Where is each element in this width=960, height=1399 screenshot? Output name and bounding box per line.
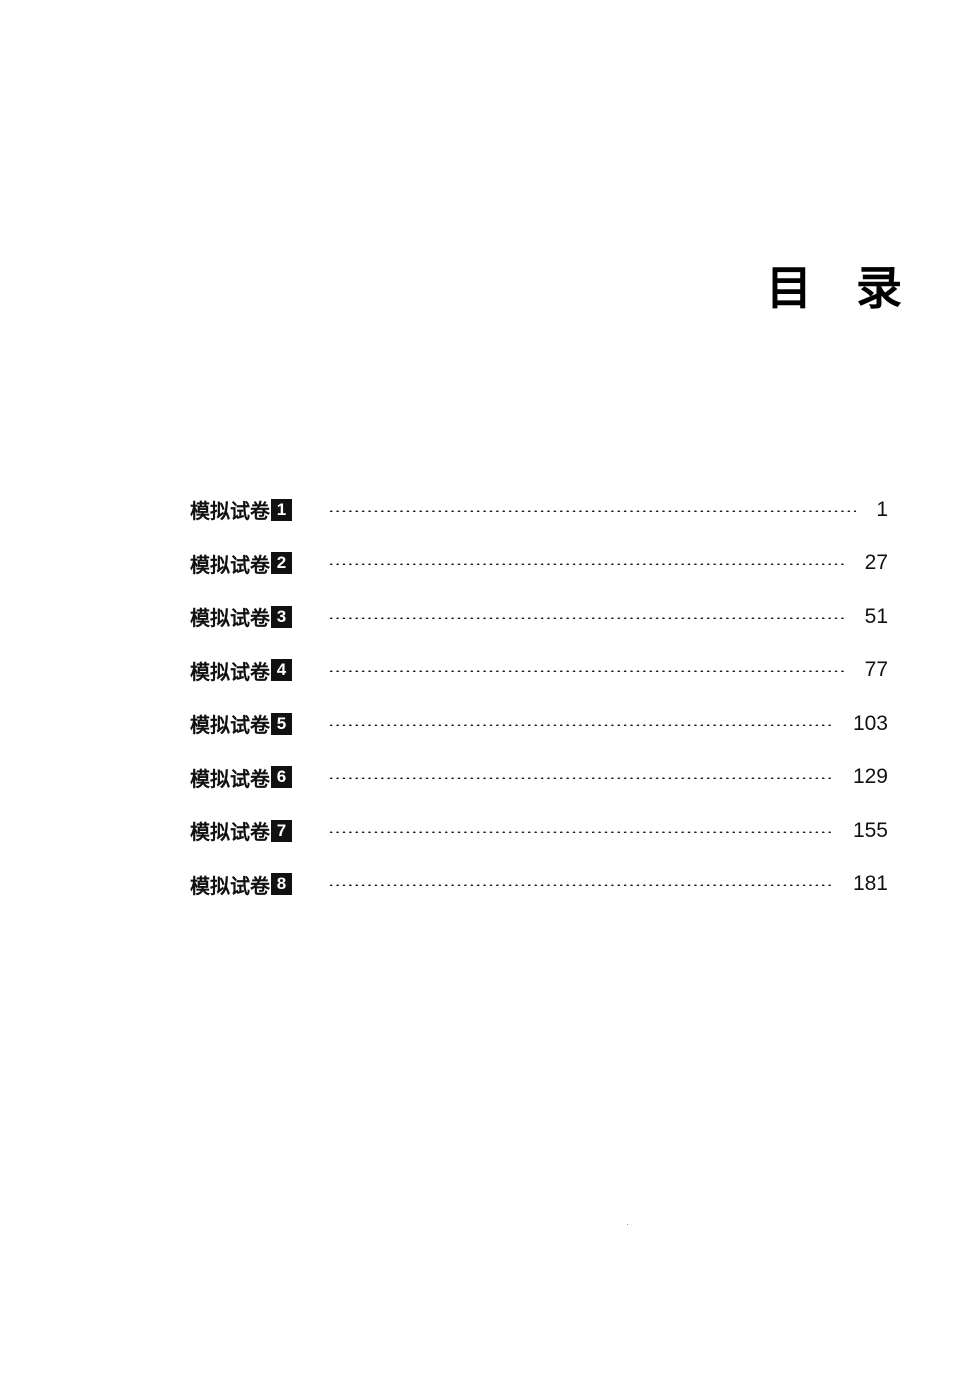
toc-page-number: 77: [864, 658, 888, 682]
exam-number-badge: 2: [271, 552, 292, 575]
exam-number-badge: 7: [271, 819, 292, 842]
toc-page-number: 155: [852, 818, 888, 842]
leader-dots: [328, 723, 834, 726]
page-title: 目 录: [766, 261, 917, 315]
leader-dots: [328, 509, 856, 512]
leader-dots: [328, 884, 834, 887]
toc-page-number: 51: [864, 604, 888, 628]
toc-page-number: 181: [852, 872, 888, 896]
leader-dots: [328, 830, 834, 833]
exam-number-badge: 5: [271, 712, 292, 735]
scan-speck: [627, 1224, 628, 1225]
exam-number-badge: 1: [271, 498, 292, 521]
exam-number-badge: 8: [271, 873, 292, 896]
leader-dots: [328, 670, 846, 673]
exam-number-badge: 3: [271, 605, 292, 628]
exam-number-badge: 6: [271, 766, 292, 789]
leader-dots: [328, 777, 834, 780]
toc-page-number: 129: [852, 765, 888, 789]
toc-page-number: 103: [852, 711, 888, 735]
toc-page-number: 1: [876, 497, 888, 521]
leader-dots: [328, 616, 846, 619]
exam-number-badge: 4: [271, 659, 292, 682]
leader-dots: [328, 563, 846, 566]
toc-page-number: 27: [864, 551, 888, 575]
